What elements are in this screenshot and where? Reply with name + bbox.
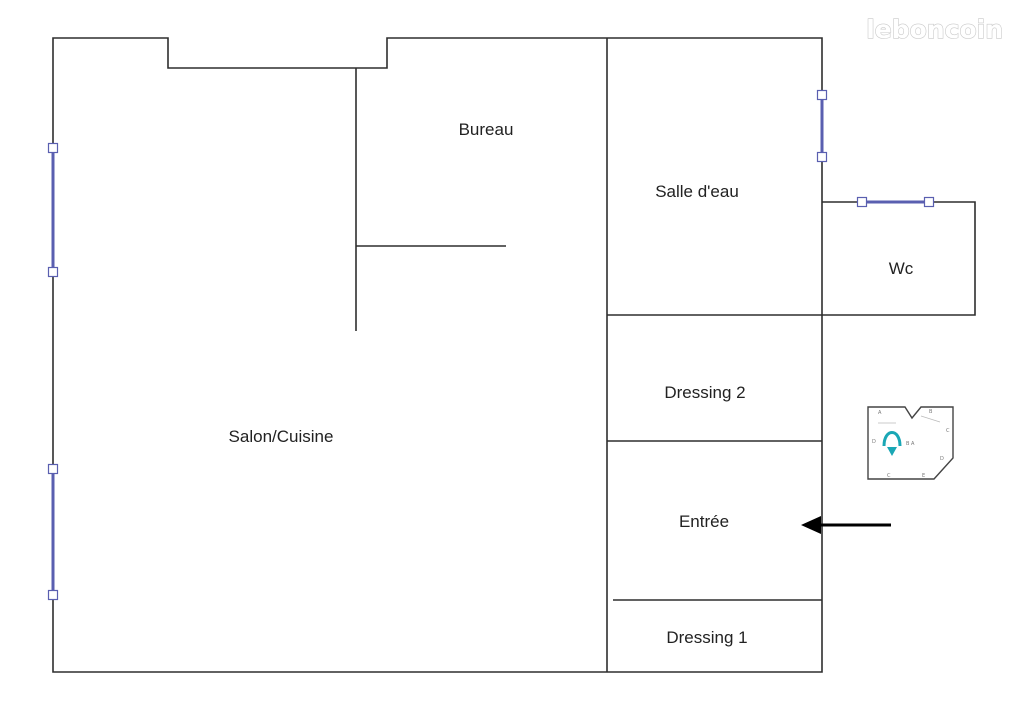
logo-watermark: leboncoin [866, 15, 1003, 44]
svg-text:A: A [878, 410, 882, 416]
room-label-salle-eau: Salle d'eau [655, 182, 739, 201]
svg-text:C: C [887, 473, 891, 479]
room-label-bureau: Bureau [459, 120, 514, 139]
room-label-dressing2: Dressing 2 [664, 383, 745, 402]
window-left-lower [47, 463, 59, 601]
room-label-wc: Wc [889, 259, 914, 278]
arrow-left-icon [801, 516, 891, 534]
svg-text:D: D [940, 456, 944, 462]
room-label-entree: Entrée [679, 512, 729, 531]
room-label-salon: Salon/Cuisine [229, 427, 334, 446]
svg-text:C: C [946, 428, 950, 434]
outer-wall [52, 37, 823, 673]
room-label-dressing1: Dressing 1 [666, 628, 747, 647]
window-left-upper [47, 142, 59, 278]
svg-text:D: D [872, 439, 876, 445]
compass-icon: A B D B A C D C E [867, 406, 954, 480]
window-salle-eau [816, 89, 828, 163]
svg-text:B A: B A [906, 441, 915, 447]
svg-text:E: E [922, 473, 925, 479]
svg-text:B: B [929, 409, 933, 415]
window-wc [856, 196, 935, 208]
